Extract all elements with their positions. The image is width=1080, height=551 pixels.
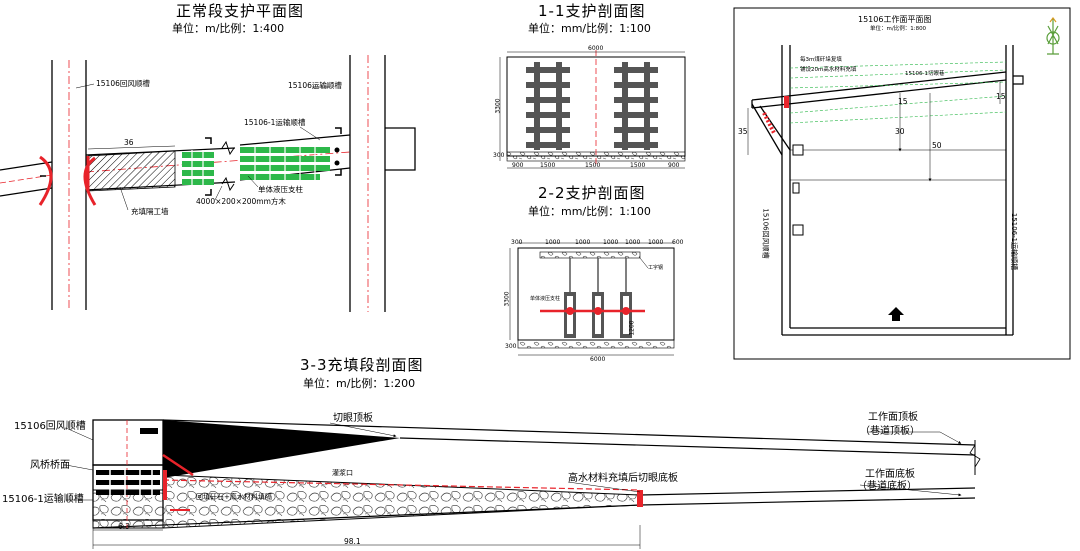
plan-face-label-cut: 15106-1切眼巷 <box>905 71 945 77</box>
section-3-3-label-roadway-roof: （巷道顶板） <box>860 426 920 437</box>
section-2-2-drawing <box>509 242 675 356</box>
section-2-2-dim-top-3: 1000 <box>603 239 619 246</box>
section-2-2-dim-top-0: 300 <box>511 239 523 246</box>
section-3-3-label-fill-opening: 灌浆口 <box>332 469 353 477</box>
plan-normal-title: 正常段支护平面图 <box>176 2 305 20</box>
section-1-1-unit: 单位：mm/比例：1:100 <box>528 22 651 35</box>
section-3-3-unit: 单位：m/比例：1:200 <box>303 377 416 390</box>
section-2-2-dim-top-1: 1000 <box>545 239 561 246</box>
plan-face-drawing <box>733 7 1071 360</box>
section-1-1-dim-floor: 300 <box>493 152 505 159</box>
plan-face-unit: 单位：m/比例：1:800 <box>870 26 927 32</box>
section-3-3-label-face-roof: 工作面顶板 <box>868 412 918 423</box>
section-2-2-unit: 单位：mm/比例：1:100 <box>528 205 651 218</box>
section-1-1-dim-height: 3300 <box>494 98 502 114</box>
section-3-3-label-transport: 15106-1运输顺槽 <box>2 494 84 505</box>
section-3-3-label-gangue: 回填矸石+高水材料填隔 <box>196 493 272 501</box>
dim-36: 36 <box>124 138 134 147</box>
plan-normal-unit: 单位：m/比例：1:400 <box>172 22 285 35</box>
section-1-1-drawing <box>499 50 686 169</box>
section-2-2-label-prop: 单体液压支柱 <box>530 296 561 302</box>
section-3-3-dim-short: 6.3 <box>118 522 130 531</box>
plan-face-label-return-air: 15106回风顺槽 <box>761 208 770 259</box>
section-2-2-dim-top-5: 1000 <box>648 239 664 246</box>
plan-face-label-transport: 15106-1运输顺槽 <box>1010 212 1019 271</box>
section-3-3-label-face-floor: 工作面底板 <box>865 469 915 480</box>
plan-face-dim-35: 35 <box>738 127 748 136</box>
label-transport-left: 15106运输顺槽 <box>288 81 342 90</box>
label-transport-1: 15106-1运输顺槽 <box>244 118 306 127</box>
section-2-2-dim-bottom: 6000 <box>590 356 606 363</box>
section-2-2-title: 2-2支护剖面图 <box>538 184 646 202</box>
plan-face-title: 15106工作面平面图 <box>858 15 932 24</box>
plan-face-dim-15b: 15 <box>996 92 1006 101</box>
section-3-3-dim-long: 98.1 <box>344 537 361 546</box>
plan-face-dim-50: 50 <box>932 141 942 150</box>
label-single-prop: 单体液压支柱 <box>258 185 303 194</box>
section-3-3-label-return-air: 15106回风顺槽 <box>14 421 86 432</box>
north-arrow-logo-icon <box>1046 17 1060 55</box>
section-2-2-dim-top-6: 600 <box>672 239 684 246</box>
section-3-3-drawing <box>65 419 981 549</box>
plan-face-label-top-2: 铺设20m高水材料充填 <box>800 67 857 73</box>
section-1-1-dim-sub-3: 1500 <box>630 162 646 169</box>
section-2-2-dim-floor: 300 <box>505 343 517 350</box>
section-3-3-label-coal-zone: 留顶煤区域 <box>232 442 282 453</box>
section-1-1-dim-sub-2: 1500 <box>585 162 601 169</box>
section-2-2-dim-height: 3300 <box>503 291 511 307</box>
section-1-1-dim-sub-0: 900 <box>512 162 524 169</box>
section-1-1-title: 1-1支护剖面图 <box>538 2 646 20</box>
label-filling-wall: 充填隔工墙 <box>131 207 169 216</box>
section-3-3-label-windproof: 风桥桥面 <box>30 460 70 471</box>
plan-normal-drawing <box>0 55 416 312</box>
section-3-3-label-high-water: 高水材料充填后切眼底板 <box>568 473 678 484</box>
section-2-2-dim-top-2: 1000 <box>575 239 591 246</box>
label-wood: 4000×200×200mm方木 <box>196 197 286 206</box>
section-1-1-dim-sub-4: 900 <box>668 162 680 169</box>
section-3-3-title: 3-3充填段剖面图 <box>300 356 424 374</box>
section-2-2-dim-top-4: 1000 <box>625 239 641 246</box>
section-1-1-dim-sub-1: 1500 <box>540 162 556 169</box>
section-3-3-label-roadway-floor: （巷道底板） <box>857 481 917 492</box>
section-3-3-label-cut-roof: 切眼顶板 <box>333 413 373 424</box>
plan-face-dim-15a: 15 <box>898 97 908 106</box>
section-2-2-dim-prop: 1200 <box>628 320 636 336</box>
label-return-air: 15106回风顺槽 <box>96 79 150 88</box>
section-2-2-label-beam: 工字钢 <box>648 265 664 271</box>
section-1-1-dim-top: 6000 <box>588 45 604 52</box>
plan-face-dim-30: 30 <box>895 127 905 136</box>
plan-face-label-top-1: 每3m煤矸垛复填 <box>800 57 842 63</box>
